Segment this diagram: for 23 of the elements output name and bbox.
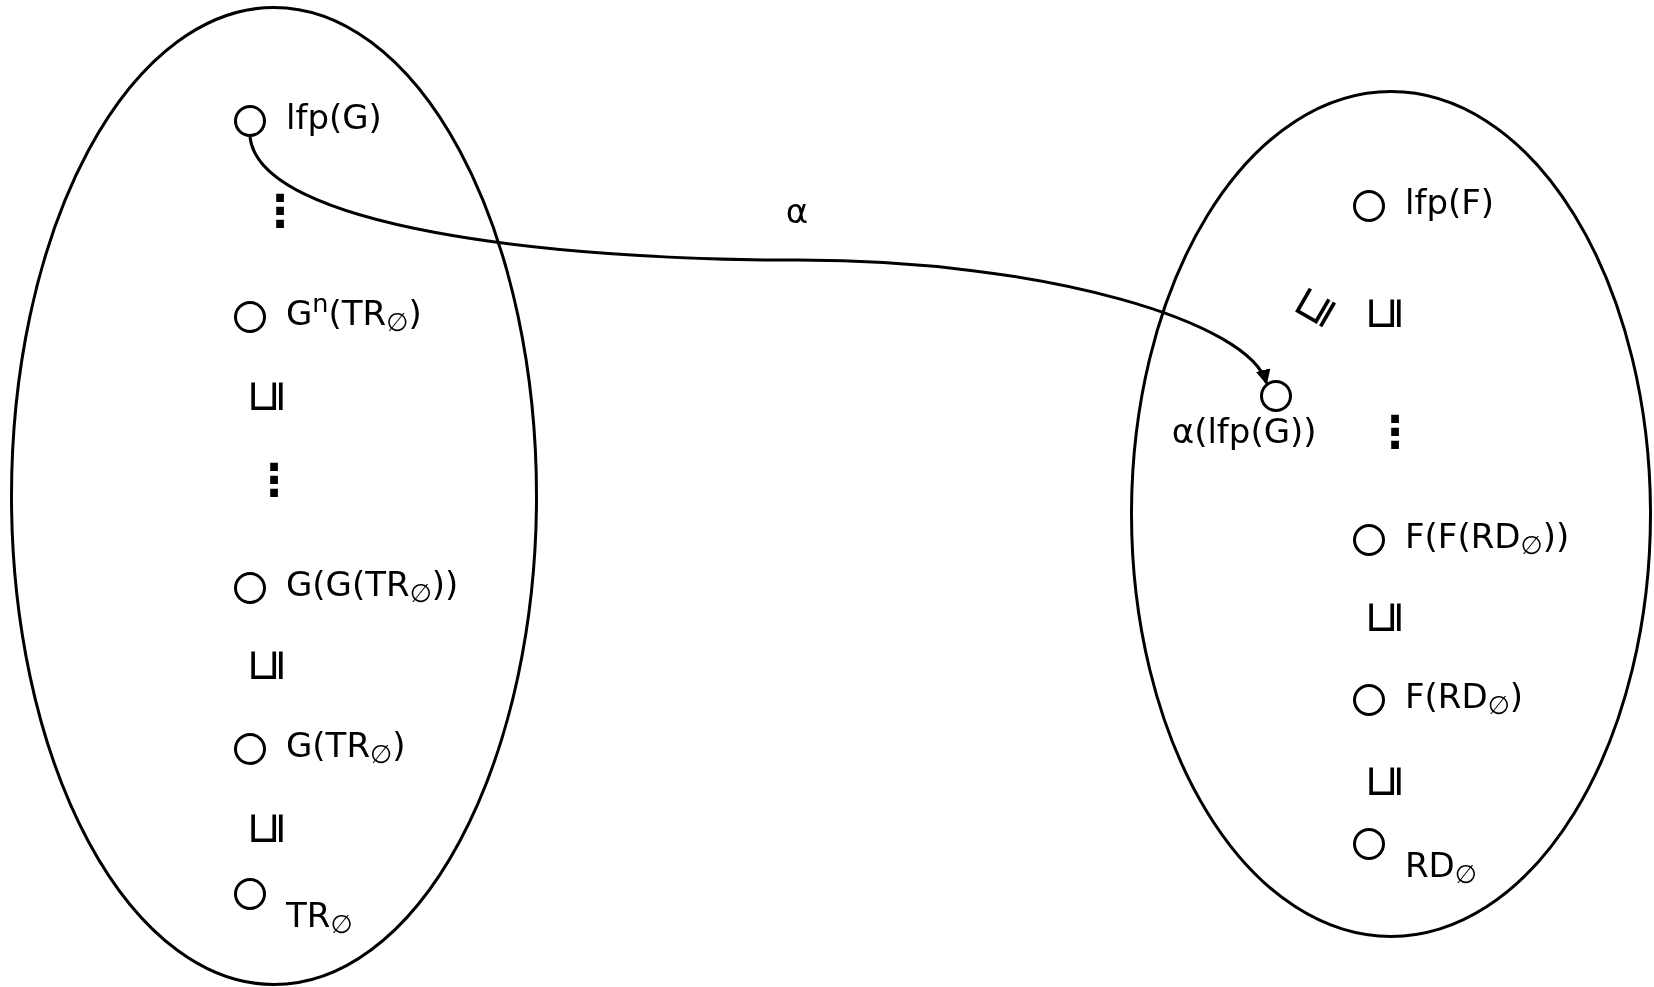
node-label: lfp(F) (1405, 184, 1495, 219)
order-symbol: ⊑ (1284, 279, 1342, 333)
order-symbol: ⊑ (242, 809, 286, 847)
vertical-ellipsis: ⋮ (252, 458, 296, 502)
order-symbol: ⊑ (242, 646, 286, 684)
node-label: F(F(RD$_{∅}$)) (1405, 518, 1570, 553)
node-label: α(lfp(G)) (1171, 414, 1317, 448)
node-label: lfp(G) (286, 99, 382, 134)
arrow (248, 136, 1268, 385)
node-label: G(TR$_{∅}$) (286, 727, 406, 762)
ellipse (1130, 90, 1652, 938)
order-symbol: ⊑ (242, 377, 286, 415)
node-label: F(RD$_{∅}$) (1405, 678, 1524, 713)
node-label: G(G(TR$_{∅}$)) (286, 566, 459, 601)
node-label: RD$_{∅}$ (1405, 848, 1478, 882)
order-symbol: ⊑ (1360, 598, 1404, 636)
order-symbol: ⊑ (1360, 762, 1404, 800)
ellipse (10, 6, 538, 986)
node-label: G$^{n}$(TR$_{∅}$) (286, 295, 422, 330)
order-symbol: ⊑ (1360, 294, 1404, 332)
vertical-ellipsis: ⋮ (1373, 410, 1417, 454)
vertical-ellipsis: ⋮ (258, 189, 302, 233)
node-label: TR$_{∅}$ (286, 898, 353, 932)
